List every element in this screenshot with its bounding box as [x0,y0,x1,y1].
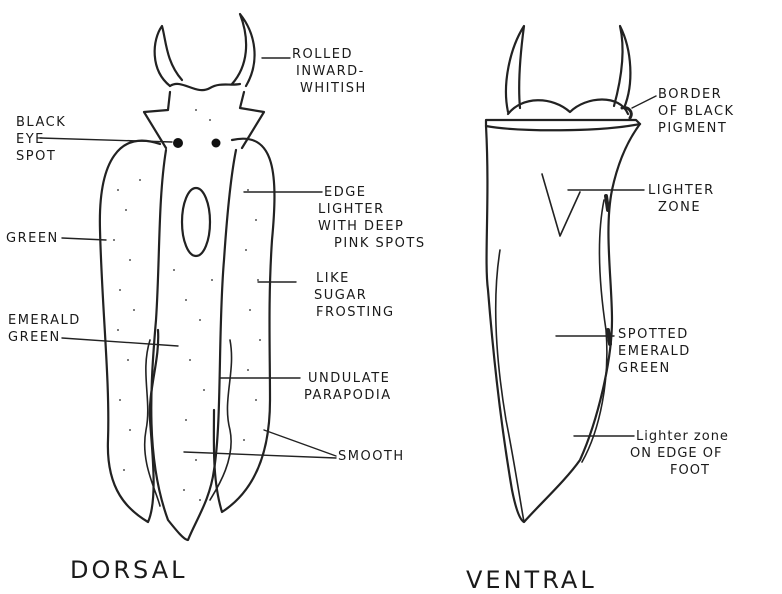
label-line: SUGAR [314,287,395,304]
label-lighter-zone: LIGHTER ZONE [648,182,715,216]
dorsal-stipple [113,109,261,501]
leader-smooth-1 [264,430,336,456]
label-line: BLACK [16,114,66,131]
label-line: Lighter zone [636,428,729,445]
label-border-of-black-pigment: BORDER OF BLACK PIGMENT [658,86,735,137]
label-line: LIKE [316,270,395,287]
label-line: EYE [16,131,66,148]
label-line: FOOT [670,462,729,479]
label-line: PARAPODIA [304,387,392,404]
label-line: ON EDGE OF [630,445,729,462]
title-dorsal: DORSAL [70,556,188,584]
label-line: WHITISH [300,80,367,97]
label-line: FROSTING [316,304,395,321]
black-eye-spot-left [173,138,183,148]
label-line: INWARD- [296,63,367,80]
label-rolled-inward-whitish: ROLLED INWARD- WHITISH [292,46,367,97]
label-emerald-green: EMERALD GREEN [8,312,81,346]
label-line: EMERALD [8,312,81,329]
label-line: SPOTTED [618,326,691,343]
dorsal-slug-drawing [100,14,275,540]
ventral-oral-plate [486,120,640,130]
ventral-right-rhinophore [614,26,630,108]
leader-smooth-2 [184,452,336,458]
ventral-lighter-zone-mark [542,174,580,236]
label-line: LIGHTER [318,201,426,218]
dorsal-left-rhinophore [155,26,182,86]
dorsal-left-parapodium [100,141,160,522]
label-line: GREEN [618,360,691,377]
label-line: PIGMENT [658,120,735,137]
label-line: SPOT [16,148,66,165]
label-line: ROLLED [292,46,367,63]
ventral-slug-drawing [486,26,640,522]
label-undulate-parapodia: UNDULATE PARAPODIA [304,370,392,404]
dorsal-right-rhinophore [232,14,255,86]
label-spotted-emerald-green: SPOTTED EMERALD GREEN [618,326,691,377]
ventral-left-rhinophore [506,26,524,112]
label-lighter-zone-on-edge-of-foot: Lighter zone ON EDGE OF FOOT [636,428,729,479]
label-edge-lighter: EDGE LIGHTER WITH DEEP PINK SPOTS [324,184,426,252]
label-line: UNDULATE [308,370,392,387]
label-smooth: SMOOTH [338,448,405,465]
label-line: WITH DEEP [318,218,426,235]
label-line: SMOOTH [338,448,405,465]
label-line: EMERALD [618,343,691,360]
dorsal-oval [182,188,210,256]
ventral-body [486,124,640,522]
label-black-eye-spot: BLACK EYE SPOT [16,114,66,165]
label-line: BORDER [658,86,735,103]
dorsal-right-parapodium [214,139,275,512]
label-line: ZONE [658,199,715,216]
black-eye-spot-right [212,139,221,148]
label-like-sugar-frosting: LIKE SUGAR FROSTING [310,270,395,321]
label-line: LIGHTER [648,182,715,199]
leader-border [632,96,656,108]
label-line: PINK SPOTS [334,235,426,252]
label-line: OF BLACK [658,103,735,120]
label-green: GREEN [6,230,59,247]
label-line: EDGE [324,184,426,201]
label-line: GREEN [6,230,59,247]
label-line: GREEN [8,329,81,346]
